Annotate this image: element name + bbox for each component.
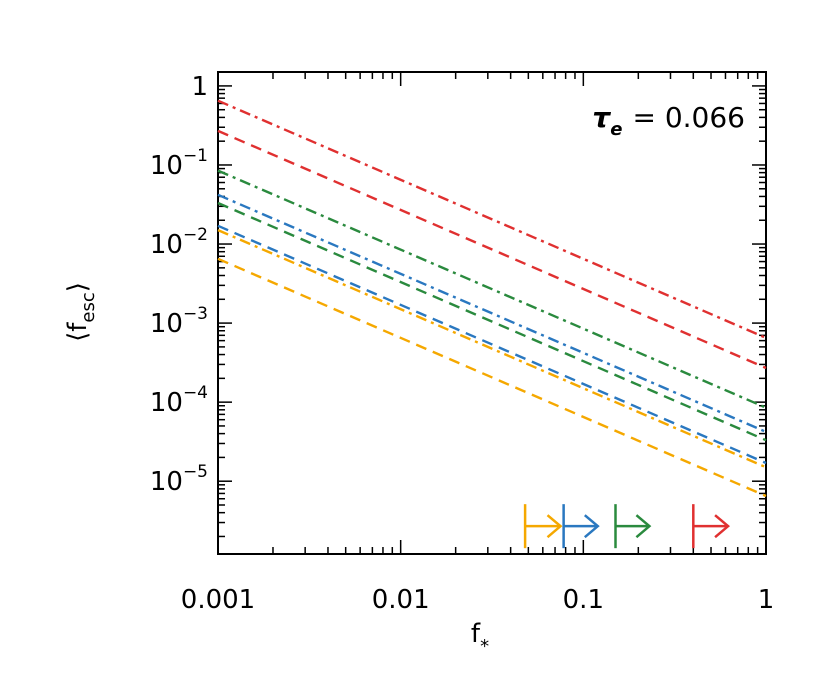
arrow-head	[635, 514, 652, 539]
annotation-value: = 0.066	[632, 101, 745, 134]
ticks	[217, 72, 767, 554]
y-tick-exponent: −1	[183, 146, 208, 166]
x-tick-label: 0.01	[372, 585, 430, 615]
y-tick-exponent: −2	[183, 225, 208, 245]
x-tick-labels: 0.001 0.01 0.1 1	[181, 585, 774, 615]
y-tick-label: 10−3	[150, 304, 208, 339]
series-line	[217, 129, 767, 370]
y-tick-base: 10	[150, 230, 183, 260]
y-axis-sub: esc	[78, 292, 99, 322]
y-tick-base: 10	[150, 467, 183, 497]
series-group	[217, 99, 767, 498]
y-tick-label: 10−2	[150, 225, 208, 260]
series-line	[217, 169, 767, 409]
y-tick-label: 10−1	[150, 146, 208, 181]
y-tick-base: 10	[150, 309, 183, 339]
y-tick-exponent: −4	[183, 383, 208, 403]
y-axis-close: ⟩	[63, 282, 93, 292]
series-line	[217, 99, 767, 340]
x-tick-label: 1	[758, 585, 775, 615]
annotation-subscript: e	[610, 119, 622, 140]
x-axis-title: f*	[471, 619, 489, 657]
series-line	[217, 257, 767, 498]
x-tick-label: 0.1	[563, 585, 604, 615]
arrow-head	[714, 514, 731, 539]
annotation-text: τe = 0.066	[592, 101, 745, 140]
y-axis-title: ⟨fesc⟩	[63, 282, 99, 342]
y-tick-base: 10	[150, 388, 183, 418]
series-line	[217, 193, 767, 434]
arrow-head	[583, 514, 600, 539]
y-tick-base: 10	[150, 151, 183, 181]
x-axis-sub: *	[480, 636, 489, 657]
y-tick-label: 1	[191, 72, 208, 102]
y-tick-base: 1	[191, 72, 208, 102]
plot-frame	[217, 71, 767, 555]
annotation-symbol: τ	[592, 101, 611, 134]
y-tick-label: 10−4	[150, 383, 208, 418]
y-tick-exponent: −3	[183, 304, 208, 324]
x-tick-label: 0.001	[181, 585, 255, 615]
arrow-group	[523, 504, 731, 549]
series-line	[217, 224, 767, 465]
arrow-head	[546, 514, 563, 539]
y-tick-exponent: −5	[183, 462, 208, 482]
y-tick-label: 10−5	[150, 462, 208, 497]
series-line	[217, 228, 767, 469]
y-axis-main: ⟨f	[63, 322, 93, 342]
x-axis-main: f	[471, 619, 481, 649]
y-tick-labels: 110−110−210−310−410−5	[150, 72, 208, 497]
series-line	[217, 201, 767, 442]
